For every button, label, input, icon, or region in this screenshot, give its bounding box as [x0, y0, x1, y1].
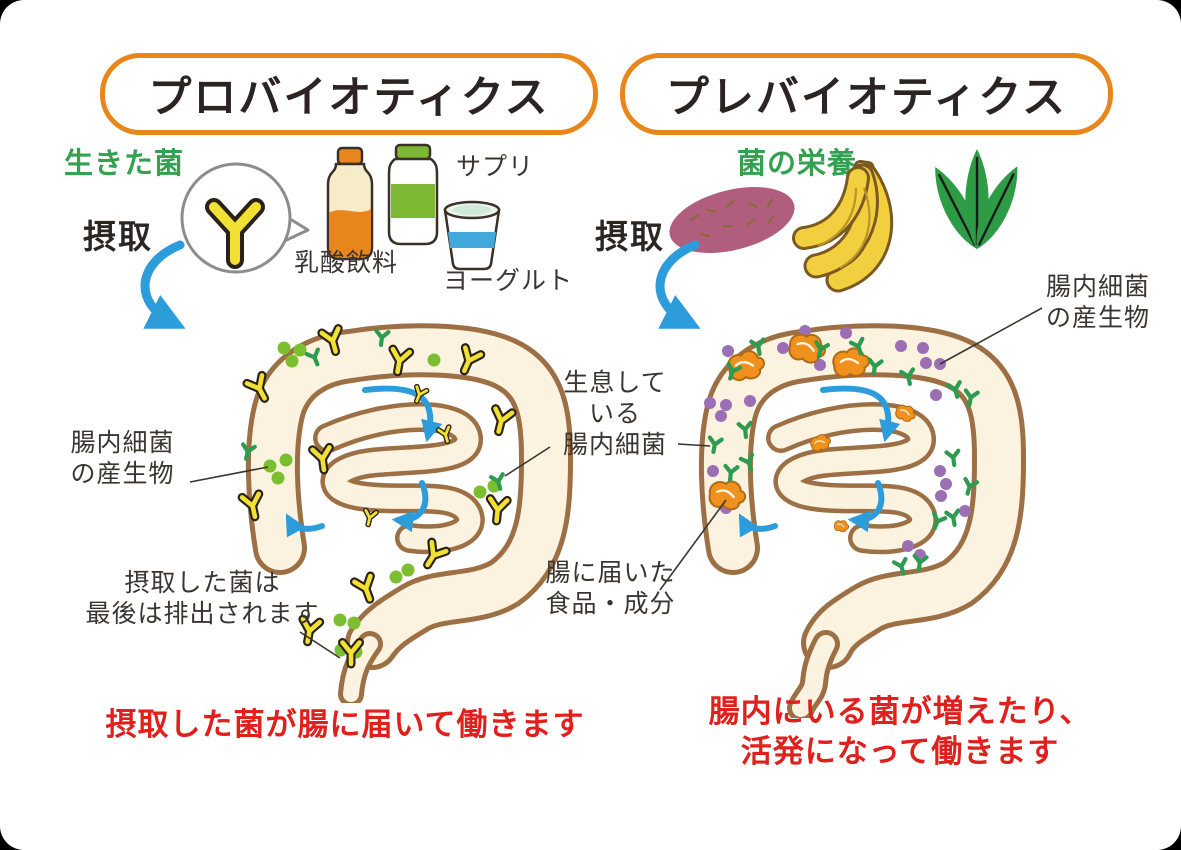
intake-label-left: 摂取: [83, 218, 153, 255]
products-label-left: 腸内細菌 の産生物: [70, 429, 175, 488]
products-label-right: 腸内細菌 の産生物: [1045, 273, 1150, 332]
sweet-potato-icon: [669, 187, 795, 253]
resident-bacteria-label: 生息して いる 腸内細菌: [562, 369, 667, 459]
prebiotics-caption: 腸内にいる菌が増えたり、 活発になって働きます: [708, 694, 1092, 769]
yogurt-label: ヨーグルト: [442, 267, 573, 295]
live-bacteria-bubble-icon: [180, 162, 310, 274]
prebiotics-title: プレバイオティクス: [665, 74, 1068, 122]
supplement-label: サプリ: [455, 153, 534, 181]
probiotics-title: プロバイオティクス: [148, 74, 550, 122]
live-bacteria-label: 生きた菌: [64, 148, 185, 180]
supplement-bottle-icon: [387, 143, 439, 246]
intake-label-right: 摂取: [595, 218, 665, 255]
yogurt-cup-icon: [443, 200, 501, 271]
lactic-drink-label: 乳酸飲料: [293, 249, 398, 277]
food-component-label: 腸に届いた 食品・成分: [545, 559, 676, 618]
probiotics-title-pill: プロバイオティクス: [100, 53, 598, 135]
intestine-illustration-left: [210, 323, 573, 703]
prebiotics-title-pill: プレバイオティクス: [620, 53, 1113, 135]
banana-icon: [792, 159, 894, 293]
leafy-greens-icon: [935, 149, 1018, 249]
bacteria-nutrition-label: 菌の栄養: [737, 148, 858, 180]
lactic-drink-bottle-icon: [326, 146, 374, 261]
intestine-illustration-right: [698, 323, 1026, 718]
probiotics-caption: 摂取した菌が腸に届いて働きます: [105, 707, 585, 742]
excreted-label: 摂取した菌は 最後は排出されます: [85, 569, 320, 628]
flow-arrows: [738, 385, 901, 538]
